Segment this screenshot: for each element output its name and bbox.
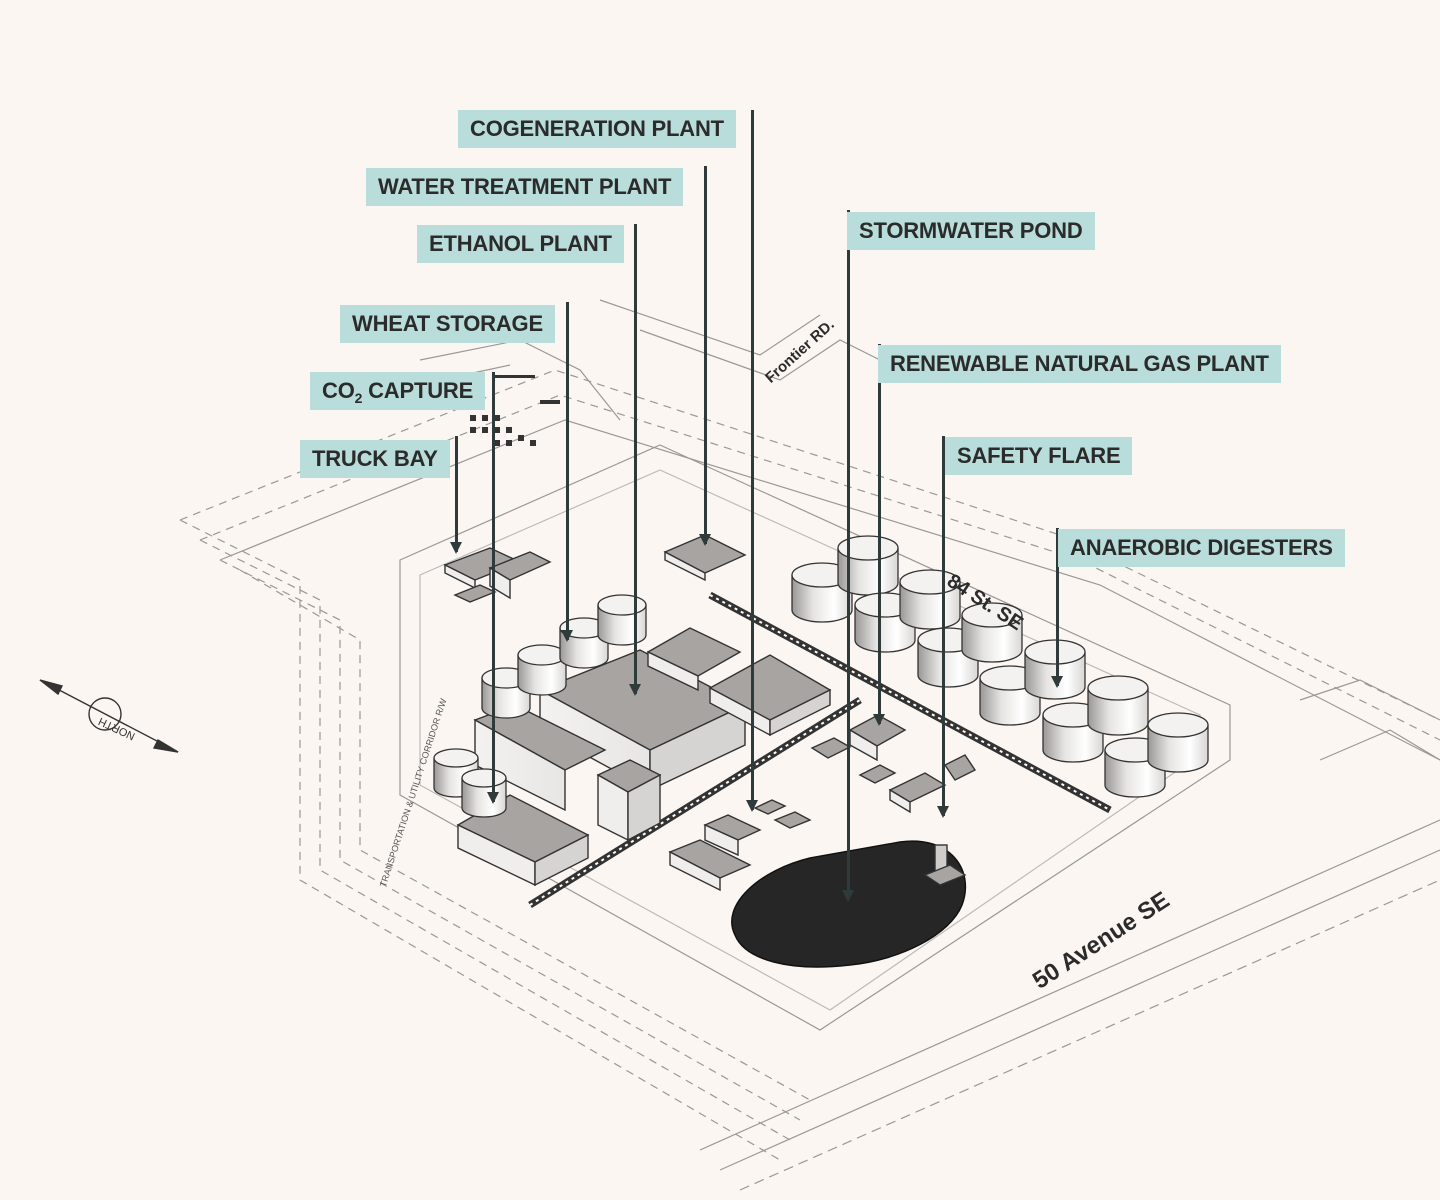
water-treatment-leader <box>699 166 711 546</box>
co2-suffix: CAPTURE <box>362 378 474 403</box>
co2-subscript: 2 <box>354 390 363 406</box>
co2-capture-leader <box>487 372 499 804</box>
stormwater-pond-shape <box>731 840 967 968</box>
road-outlines <box>179 299 1440 1191</box>
cogeneration-plant-label: COGENERATION PLANT <box>458 110 736 148</box>
digester-tanks <box>791 535 1209 798</box>
safety-flare-label: SAFETY FLARE <box>945 437 1133 475</box>
renewable-natural-gas-plant-label: RENEWABLE NATURAL GAS PLANT <box>878 345 1281 383</box>
storage-tanks <box>433 535 1209 818</box>
stormwater-pond-label: STORMWATER POND <box>847 212 1095 250</box>
truck-bay-leader <box>450 436 462 554</box>
north-compass <box>39 679 179 753</box>
cogeneration-leader <box>746 110 758 812</box>
digesters-leader <box>1051 528 1063 688</box>
conveyor-lines <box>528 591 1112 908</box>
safety-flare-leader <box>937 436 949 818</box>
ethanol-leader <box>629 224 641 696</box>
anaerobic-digesters-label: ANAEROBIC DIGESTERS <box>1058 529 1345 567</box>
co2-prefix: CO <box>322 378 355 403</box>
truck-bay-label: TRUCK BAY <box>300 440 450 478</box>
water-treatment-plant-label: WATER TREATMENT PLANT <box>366 168 684 206</box>
rng-leader <box>873 344 885 726</box>
wheat-storage-leader <box>561 302 573 642</box>
wheat-storage-label: WHEAT STORAGE <box>340 305 555 343</box>
co2-capture-equipment <box>470 375 560 446</box>
stormwater-leader <box>842 210 854 902</box>
co2-capture-label: CO2 CAPTURE <box>310 372 486 410</box>
buildings <box>443 534 977 892</box>
ethanol-plant-label: ETHANOL PLANT <box>417 225 624 263</box>
